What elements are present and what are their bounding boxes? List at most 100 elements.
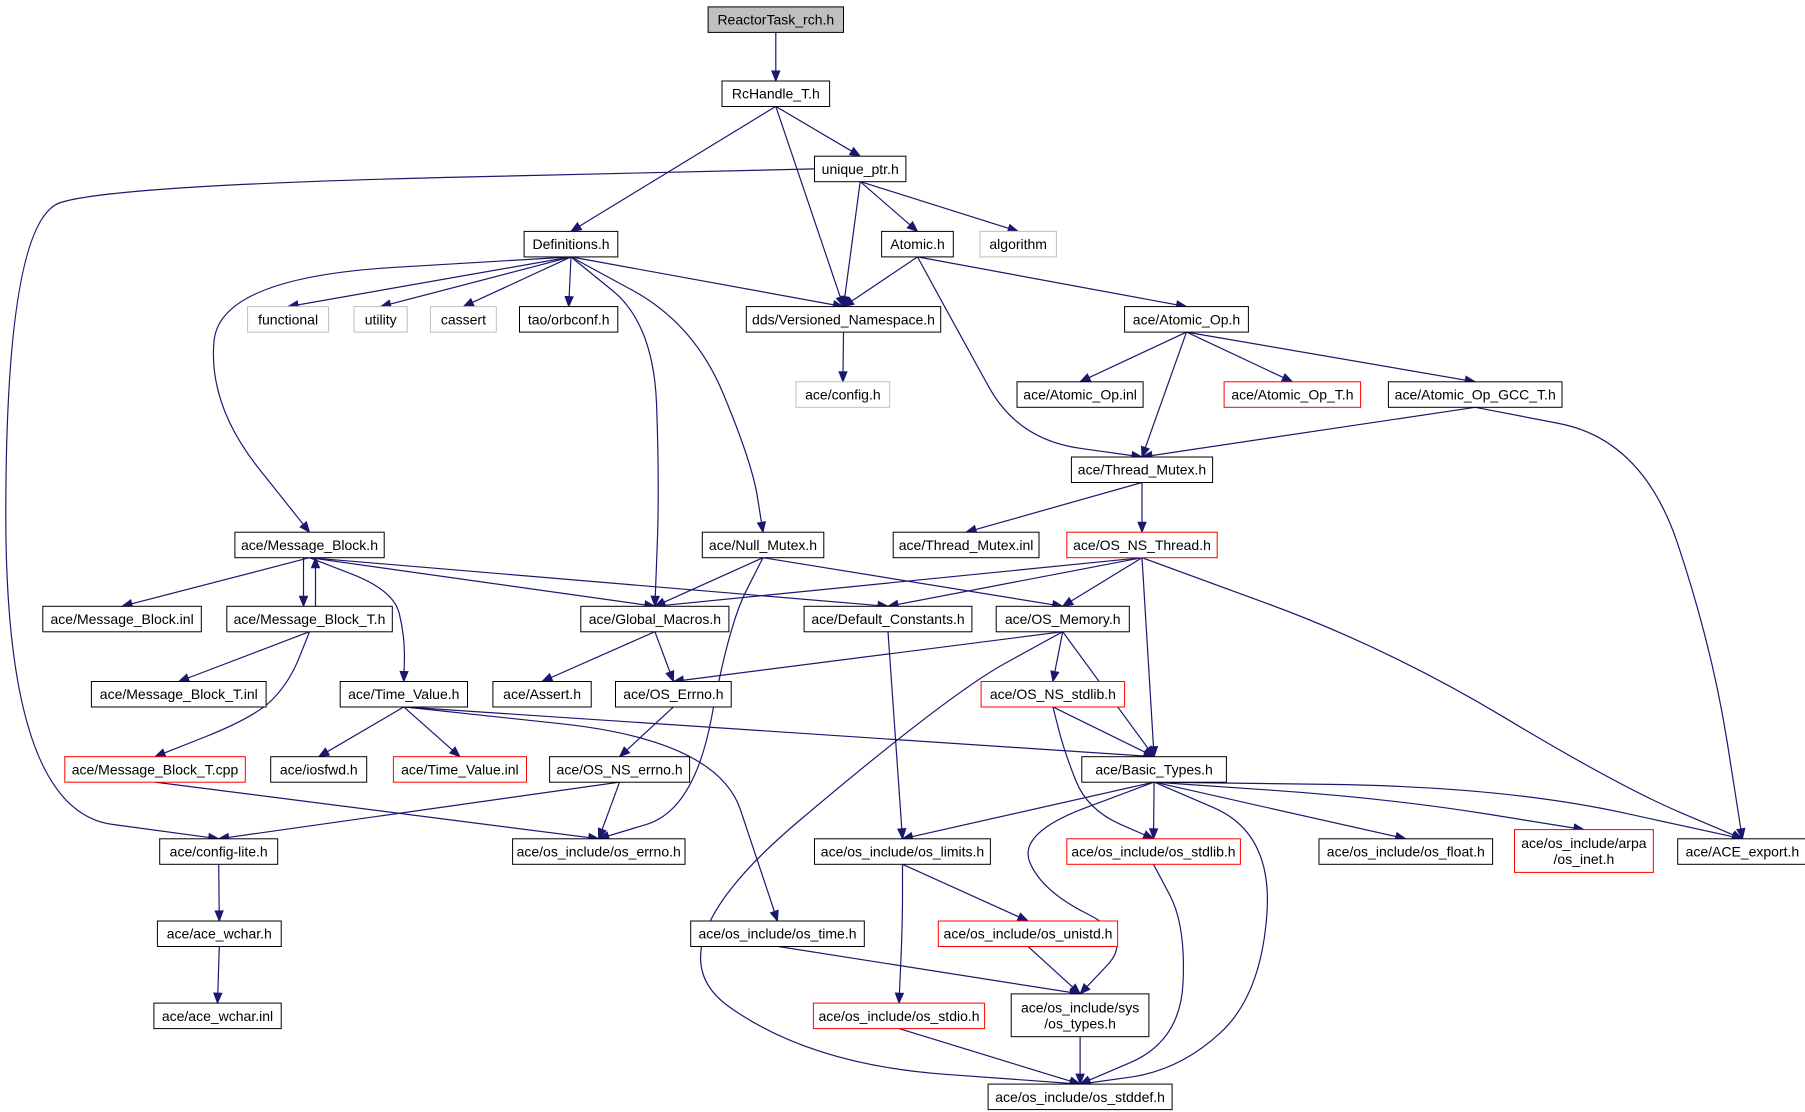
node-iosfwd[interactable]: ace/iosfwd.h	[270, 756, 368, 783]
node-box	[881, 230, 954, 258]
node-label: ace/config-lite.h	[170, 844, 268, 860]
node-algorithm[interactable]: algorithm	[979, 230, 1057, 258]
node-box	[226, 605, 393, 633]
arrowhead-basic_types-to-os_stdlib	[1148, 828, 1159, 841]
node-atomic_op[interactable]: ace/Atomic_Op.h	[1124, 306, 1249, 333]
arrowhead-os_errno-to-os_ns_errno	[618, 746, 631, 758]
node-os_time[interactable]: ace/os_include/os_time.h	[690, 920, 865, 947]
node-message_block_inl[interactable]: ace/Message_Block.inl	[42, 605, 202, 633]
arrowhead-definitions-to-cassert	[462, 297, 475, 308]
edge-definitions-to-functional	[287, 256, 572, 308]
node-box	[1124, 306, 1249, 333]
edge-time_value-to-iosfwd	[318, 706, 405, 758]
node-box	[995, 605, 1130, 633]
node-functional[interactable]: functional	[247, 306, 330, 333]
node-ace_export[interactable]: ace/ACE_export.h	[1677, 838, 1805, 865]
node-os_float[interactable]: ace/os_include/os_float.h	[1318, 838, 1494, 865]
node-reactortask[interactable]: ReactorTask_rch.h	[707, 6, 844, 33]
node-default_constants[interactable]: ace/Default_Constants.h	[803, 605, 973, 633]
node-box	[701, 531, 825, 559]
node-os_include_errno[interactable]: ace/os_include/os_errno.h	[512, 838, 686, 865]
arrowhead-os_limits-to-os_stdio	[894, 992, 905, 1005]
edge-unique_ptr-to-config_lite	[5, 168, 815, 840]
node-box	[937, 920, 1119, 947]
node-global_macros[interactable]: ace/Global_Macros.h	[580, 605, 730, 633]
node-os_ns_stdlib[interactable]: ace/OS_NS_stdlib.h	[980, 681, 1126, 708]
arrowhead-time_value-to-iosfwd	[317, 747, 331, 758]
node-config_h[interactable]: ace/config.h	[795, 381, 891, 408]
edge-rchandle-to-unique_ptr	[775, 105, 861, 157]
node-message_block_t[interactable]: ace/Message_Block_T.h	[226, 605, 393, 633]
node-label: ace/os_include/os_stdio.h	[818, 1008, 979, 1024]
node-orbconf[interactable]: tao/orbconf.h	[519, 306, 619, 333]
node-label: ace/os_include/os_time.h	[699, 926, 857, 942]
node-atomic_op_gcc[interactable]: ace/Atomic_Op_GCC_T.h	[1387, 381, 1563, 408]
node-message_block_t_cpp[interactable]: ace/Message_Block_T.cpp	[64, 756, 246, 783]
node-sys_types[interactable]: ace/os_include/sys/os_types.h	[1010, 993, 1150, 1038]
node-cassert[interactable]: cassert	[429, 306, 497, 333]
node-null_mutex[interactable]: ace/Null_Mutex.h	[701, 531, 825, 559]
node-label: ace/Atomic_Op.h	[1133, 311, 1240, 327]
node-label: ace/Message_Block.inl	[51, 611, 194, 627]
node-thread_mutex[interactable]: ace/Thread_Mutex.h	[1070, 456, 1214, 483]
node-os_stdlib[interactable]: ace/os_include/os_stdlib.h	[1066, 838, 1241, 865]
edge-definitions-to-message_block	[212, 256, 572, 533]
edge-os_limits-to-os_unistd	[902, 863, 1029, 922]
node-message_block[interactable]: ace/Message_Block.h	[234, 531, 385, 559]
arrowhead-sys_types-to-os_stddef	[1075, 1073, 1085, 1086]
node-unique_ptr[interactable]: unique_ptr.h	[814, 155, 907, 183]
arrowhead-os_memory-to-os_ns_stdlib	[1050, 670, 1060, 683]
node-box	[1514, 829, 1654, 873]
arrowhead-thread_mutex-to-os_ns_thread	[1137, 521, 1147, 534]
node-config_lite[interactable]: ace/config-lite.h	[159, 838, 279, 865]
node-rchandle[interactable]: RcHandle_T.h	[721, 80, 831, 107]
node-message_block_t_inl[interactable]: ace/Message_Block_T.inl	[90, 681, 267, 708]
node-ace_wchar_inl[interactable]: ace/ace_wchar.inl	[153, 1002, 282, 1030]
arrowhead-unique_ptr-to-atomic	[906, 220, 919, 233]
node-time_value[interactable]: ace/Time_Value.h	[339, 681, 469, 708]
node-os_stdio[interactable]: ace/os_include/os_stdio.h	[812, 1002, 986, 1030]
node-label: ace/OS_NS_errno.h	[557, 761, 683, 777]
node-os_ns_errno[interactable]: ace/OS_NS_errno.h	[549, 756, 691, 783]
node-label: cassert	[441, 311, 486, 327]
edge-os_memory-to-os_errno	[673, 631, 1063, 683]
arrowhead-time_value-to-time_value_inl	[448, 746, 461, 758]
node-utility[interactable]: utility	[353, 306, 408, 333]
node-atomic_op_t[interactable]: ace/Atomic_Op_T.h	[1223, 381, 1362, 408]
node-os_inet[interactable]: ace/os_include/arpa/os_inet.h	[1514, 829, 1654, 873]
node-label: ace/Thread_Mutex.h	[1078, 462, 1206, 478]
edge-definitions-to-utility	[380, 256, 572, 308]
arrowhead-ace_wchar-to-ace_wchar_inl	[213, 992, 223, 1005]
node-os_errno[interactable]: ace/OS_Errno.h	[615, 681, 732, 708]
edge-definitions-to-global_macros	[570, 256, 659, 607]
node-basic_types[interactable]: ace/Basic_Types.h	[1081, 756, 1227, 783]
node-versioned_ns[interactable]: dds/Versioned_Namespace.h	[745, 306, 942, 333]
node-atomic_op_inl[interactable]: ace/Atomic_Op.inl	[1016, 381, 1144, 408]
node-assert_h[interactable]: ace/Assert.h	[492, 681, 592, 708]
node-time_value_inl[interactable]: ace/Time_Value.inl	[392, 756, 527, 783]
arrowhead-definitions-to-null_mutex	[756, 521, 767, 534]
node-os_unistd[interactable]: ace/os_include/os_unistd.h	[937, 920, 1119, 947]
node-box	[1066, 531, 1218, 559]
arrowhead-versioned_ns-to-config_h	[838, 371, 848, 384]
node-os_stddef[interactable]: ace/os_include/os_stddef.h	[987, 1083, 1173, 1111]
edge-atomic_op-to-thread_mutex	[1141, 331, 1188, 458]
edge-unique_ptr-to-algorithm	[860, 181, 1019, 232]
node-ace_wchar[interactable]: ace/ace_wchar.h	[156, 920, 282, 947]
arrowhead-atomic-to-versioned_ns	[842, 296, 855, 308]
node-box	[1318, 838, 1494, 865]
node-label: ace/Message_Block.h	[241, 537, 378, 553]
node-definitions[interactable]: Definitions.h	[523, 230, 619, 258]
node-label: /os_types.h	[1044, 1015, 1116, 1031]
node-box	[549, 756, 691, 783]
node-thread_mutex_inl[interactable]: ace/Thread_Mutex.inl	[892, 531, 1040, 559]
edge-time_value-to-time_value_inl	[403, 706, 461, 758]
node-label: ace/OS_NS_stdlib.h	[990, 686, 1116, 702]
edge-definitions-to-versioned_ns	[570, 256, 844, 308]
node-os_memory[interactable]: ace/OS_Memory.h	[995, 605, 1130, 633]
node-label: algorithm	[989, 236, 1047, 252]
node-os_ns_thread[interactable]: ace/OS_NS_Thread.h	[1066, 531, 1218, 559]
node-os_limits[interactable]: ace/os_include/os_limits.h	[814, 838, 991, 865]
arrowhead-atomic_op-to-atomic_op_inl	[1078, 373, 1092, 383]
node-atomic[interactable]: Atomic.h	[881, 230, 954, 258]
